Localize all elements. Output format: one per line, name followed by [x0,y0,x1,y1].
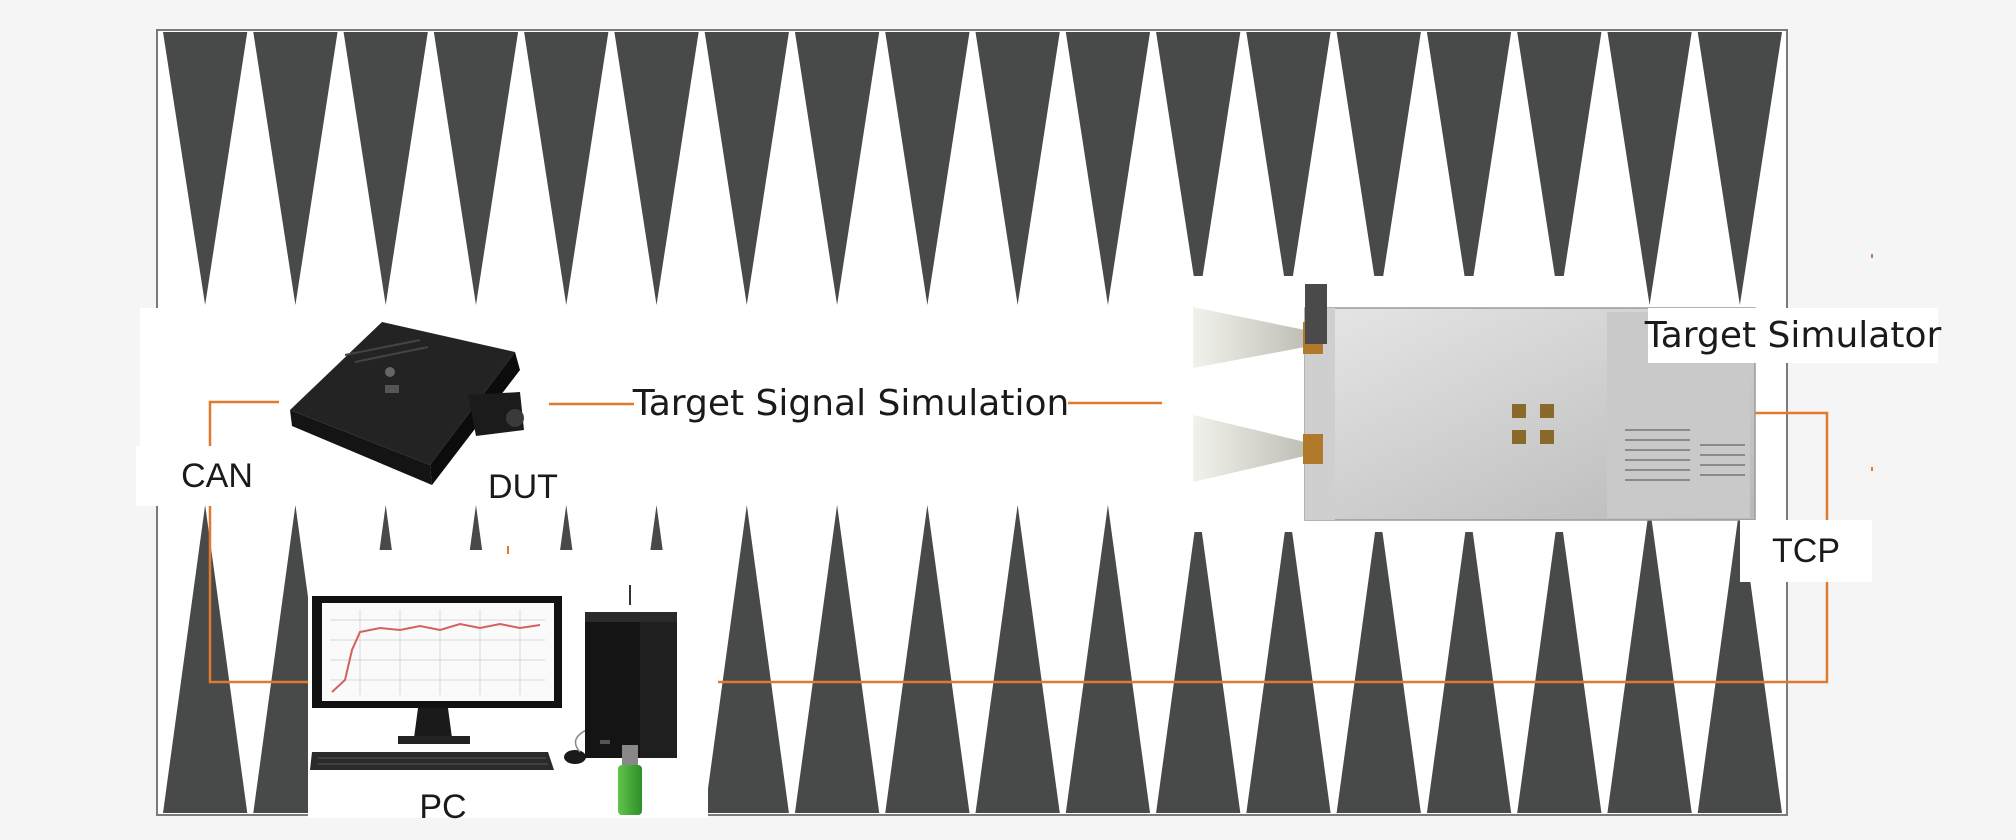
usb-dongle-icon [618,745,642,815]
absorber-cone-top [614,32,699,305]
absorber-cone-top [1517,32,1602,305]
absorber-cone-top [885,32,970,305]
absorber-cone-top [343,32,428,305]
absorber-cone-top [1607,32,1692,305]
absorber-cone-top [794,32,880,305]
absorber-cone-top [1426,32,1512,305]
radar-sensor-icon [290,322,524,485]
absorber-cone-bottom [1246,505,1331,813]
absorber-cone-bottom [1426,505,1512,813]
rf-ports-icon [1512,404,1554,444]
absorber-cone-bottom [975,505,1060,813]
keyboard-icon [310,714,641,770]
absorber-cone-top [1246,32,1331,305]
absorber-cone-top [1156,32,1241,305]
edge-marks [507,254,1873,554]
absorber-cone-top [1697,32,1782,305]
absorber-cone-top [253,32,338,305]
absorber-cone-top [1065,32,1151,305]
absorber-cone-bottom [1336,505,1421,813]
top-absorber-cones [163,32,1782,305]
can-label: CAN [136,446,298,506]
pc-device [308,550,708,818]
absorber-cone-top [163,32,248,305]
target-simulator-label: Target Simulator [1645,308,1941,363]
absorber-cone-top [704,32,789,305]
vent-slots [1625,429,1745,481]
absorber-cone-bottom [1697,505,1782,813]
monitor-icon [312,596,562,744]
absorber-cone-bottom [704,505,789,813]
dut-device [279,311,549,495]
dut-label: DUT [488,467,558,506]
absorber-cone-top [524,32,609,305]
absorber-cone-top [1336,32,1421,305]
horn-antenna-icon [1193,284,1327,482]
target-simulator-device [1192,284,1756,521]
absorber-cone-bottom [163,505,248,813]
desktop-tower-icon [585,585,677,758]
absorber-cone-bottom [885,505,970,813]
absorber-cone-bottom [1065,505,1151,813]
absorber-cone-bottom [1156,505,1241,813]
absorber-cone-bottom [794,505,880,813]
can-line [208,400,312,684]
tcp-label: TCP [1740,520,1872,582]
absorber-cone-bottom [1607,505,1692,813]
pc-label: PC [419,787,467,826]
absorber-cone-top [975,32,1060,305]
absorber-cone-bottom [1517,505,1602,813]
absorber-cone-top [433,32,519,305]
target-signal-simulation-label: Target Signal Simulation [633,343,1069,463]
